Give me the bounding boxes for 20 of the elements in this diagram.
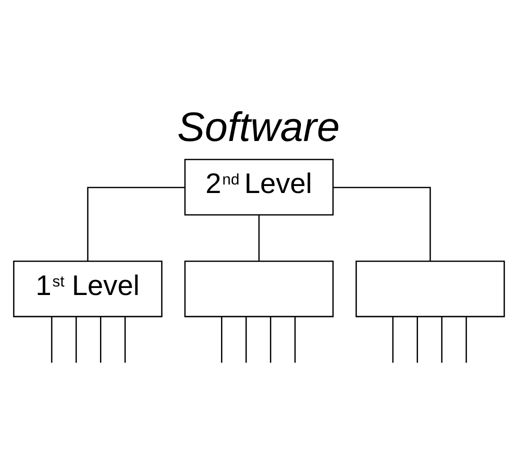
connector bbox=[294, 316, 296, 363]
connector bbox=[333, 186, 431, 262]
connector bbox=[245, 316, 247, 363]
connector bbox=[87, 186, 185, 262]
node-box bbox=[356, 260, 505, 318]
connector bbox=[441, 316, 442, 363]
connector bbox=[416, 316, 418, 363]
connector bbox=[221, 316, 222, 363]
connector bbox=[392, 316, 394, 363]
connector bbox=[100, 316, 102, 363]
connector bbox=[270, 316, 272, 363]
connector bbox=[466, 316, 467, 363]
connector bbox=[76, 316, 77, 363]
node-box: 2$^{nd}$ Level bbox=[184, 158, 334, 216]
node-box bbox=[184, 260, 334, 318]
diagram-title: Software bbox=[177, 104, 340, 150]
connector bbox=[124, 316, 126, 363]
node-box: 1$^{st}$ Level bbox=[13, 260, 162, 318]
connector bbox=[258, 214, 260, 262]
connector bbox=[51, 316, 52, 363]
